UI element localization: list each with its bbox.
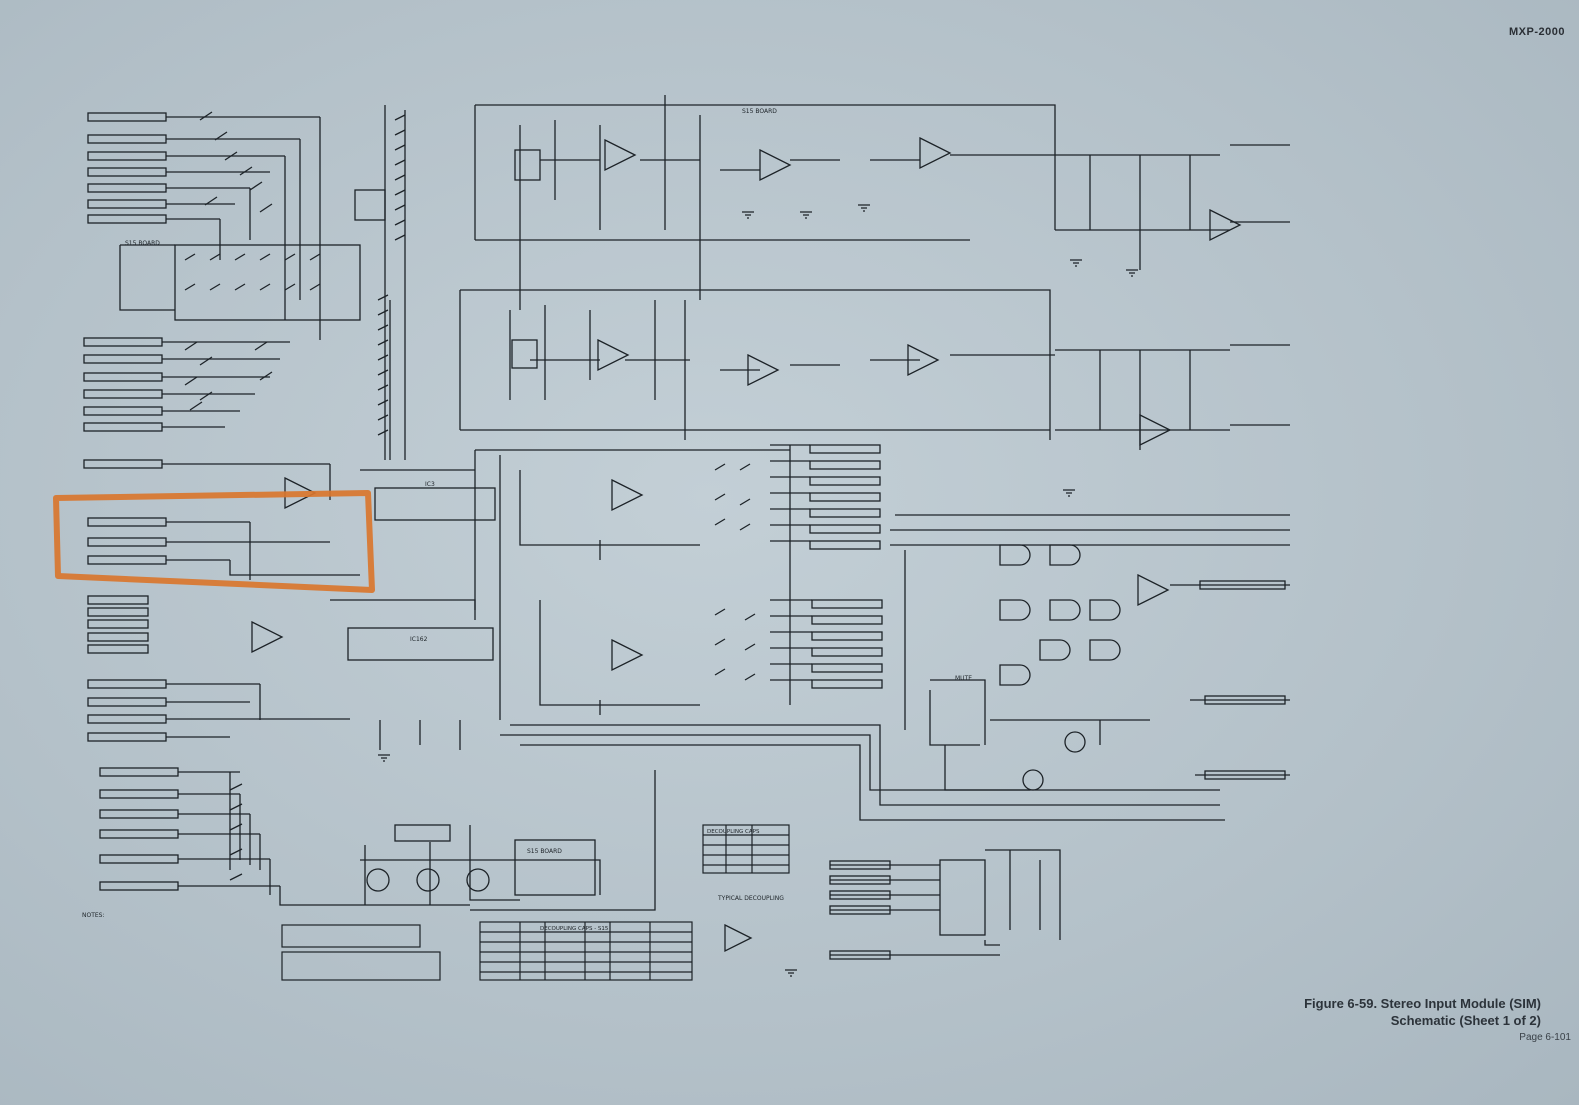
sis-board-left-label: S15 BOARD (125, 240, 160, 247)
notes-label: NOTES: (82, 912, 105, 919)
caption-line-2: Schematic (Sheet 1 of 2) (1390, 1013, 1541, 1028)
document-code: MXP-2000 (1509, 26, 1565, 38)
figure-caption: Figure 6-59. Stereo Input Module (SIM) S… (1181, 995, 1541, 1029)
decoupling-table-title: DECOUPLING CAPS (707, 829, 760, 835)
sis-board-top-label: S15 BOARD (742, 108, 777, 115)
bottom-tables (281, 824, 790, 981)
schematic-wiring (83, 95, 1290, 977)
mute-label: MUTE (955, 675, 972, 682)
sis-board-bottom-label: S15 BOARD (527, 848, 562, 855)
ic-top-label: IC3 (425, 481, 435, 488)
caption-line-1: Figure 6-59. Stereo Input Module (SIM) (1304, 996, 1541, 1011)
left-input-connectors (83, 112, 179, 891)
ic-mid-label: IC162 (410, 636, 428, 643)
page-number: Page 6-101 (1519, 1032, 1571, 1043)
typical-decoupling-label: TYPICAL DECOUPLING (717, 895, 784, 902)
mid-connectors (809, 444, 883, 689)
highlight-annotation (53, 490, 375, 593)
decoupling-table2-title: DECOUPLING CAPS - S15 (540, 926, 609, 932)
